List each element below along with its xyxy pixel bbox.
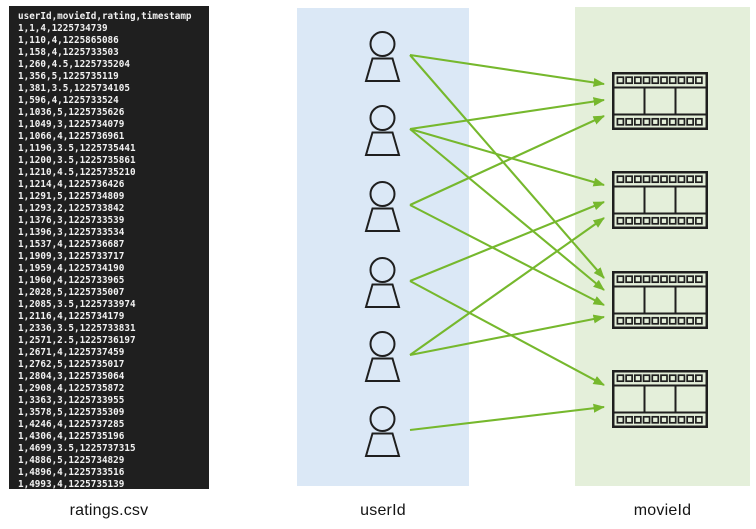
- rating-edge-arrow: [409, 204, 605, 306]
- rating-edge-arrow: [409, 54, 605, 279]
- user-4-icon: [364, 257, 401, 308]
- user-6-icon: [364, 406, 401, 457]
- ratings-csv-label: ratings.csv: [69, 502, 149, 519]
- movie-icons: [612, 72, 708, 428]
- user-icons: [364, 31, 401, 457]
- user-2-icon: [364, 105, 401, 156]
- rating-edge-arrow: [409, 115, 605, 206]
- rating-edges: [409, 53, 605, 432]
- rating-edge-arrow: [409, 97, 605, 131]
- csv-text: userId,movieId,rating,timestamp 1,1,4,12…: [18, 11, 192, 489]
- user-5-icon: [364, 331, 401, 382]
- user-3-icon: [364, 181, 401, 232]
- movie-2-icon: [612, 171, 708, 229]
- rating-edge-arrow: [409, 201, 605, 282]
- rating-edge-arrow: [409, 280, 605, 386]
- movieid-label: movieId: [633, 502, 692, 519]
- rating-edge-arrow: [409, 314, 605, 357]
- rating-edge-arrow: [409, 403, 605, 432]
- user-1-icon: [364, 31, 401, 82]
- rating-edge-arrow: [409, 128, 605, 291]
- rating-edge-arrow: [409, 127, 605, 187]
- userid-label: userId: [360, 502, 406, 519]
- rating-edge-arrow: [409, 53, 605, 87]
- movie-1-icon: [612, 72, 708, 130]
- movie-4-icon: [612, 370, 708, 428]
- movie-3-icon: [612, 271, 708, 329]
- rating-edge-arrow: [409, 217, 605, 356]
- ratings-csv-terminal: userId,movieId,rating,timestamp 1,1,4,12…: [9, 6, 209, 489]
